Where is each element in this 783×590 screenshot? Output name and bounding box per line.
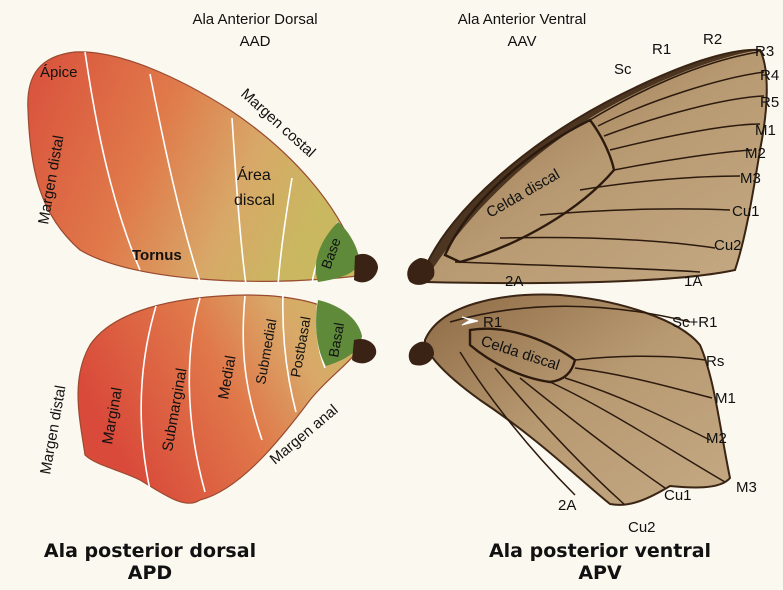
label-vein-m1: M1 — [755, 122, 776, 139]
caption-apv-abbr: APV — [440, 562, 760, 584]
label-vein-m2: M2 — [745, 145, 766, 162]
label-vein-r5: R5 — [760, 94, 779, 111]
label-hind-sc-r1: Sc+R1 — [672, 314, 717, 331]
label-hind-m3: M3 — [736, 479, 757, 496]
forewing-dorsal-shape — [28, 52, 358, 281]
label-hind-cu2: Cu2 — [628, 519, 656, 536]
hindwing-dorsal-body-stub — [352, 339, 376, 363]
caption-apd: Ala posterior dorsal APD — [0, 540, 300, 584]
label-vein-sc: Sc — [614, 61, 632, 78]
caption-apd-abbr: APD — [0, 562, 300, 584]
aav-title: Ala Anterior Ventral — [458, 11, 586, 28]
forewing-dorsal-body-stub — [354, 254, 378, 282]
label-hind-2a: 2A — [558, 497, 576, 514]
label-hind-m1: M1 — [715, 390, 736, 407]
label-vein-2a-fore: 2A — [505, 273, 523, 290]
label-apice: Ápice — [40, 64, 78, 81]
aav-abbr: AAV — [508, 33, 537, 50]
label-vein-r1: R1 — [652, 41, 671, 58]
label-hind-m2: M2 — [706, 430, 727, 447]
label-vein-cu2: Cu2 — [714, 237, 742, 254]
label-vein-r4: R4 — [760, 67, 779, 84]
label-hind-r1: R1 — [483, 314, 502, 331]
label-margen-distal-hind: Margen distal — [37, 384, 69, 476]
label-hind-cu1: Cu1 — [664, 487, 692, 504]
label-vein-m3: M3 — [740, 170, 761, 187]
label-tornus: Tornus — [132, 247, 182, 264]
forewing-ventral — [407, 50, 767, 285]
label-vein-1a: 1A — [684, 273, 702, 290]
label-area-discal-1: Área — [237, 165, 271, 184]
aad-abbr: AAD — [240, 33, 271, 50]
caption-apv-title: Ala posterior ventral — [440, 540, 760, 562]
caption-apd-title: Ala posterior dorsal — [0, 540, 300, 562]
aad-title: Ala Anterior Dorsal — [192, 11, 317, 28]
hindwing-ventral-body-stub — [409, 342, 434, 366]
label-vein-r2: R2 — [703, 31, 722, 48]
caption-apv: Ala posterior ventral APV — [440, 540, 760, 584]
label-hind-rs: Rs — [706, 353, 724, 370]
label-vein-r3: R3 — [755, 43, 774, 60]
label-vein-cu1: Cu1 — [732, 203, 760, 220]
label-area-discal-2: discal — [234, 192, 275, 209]
